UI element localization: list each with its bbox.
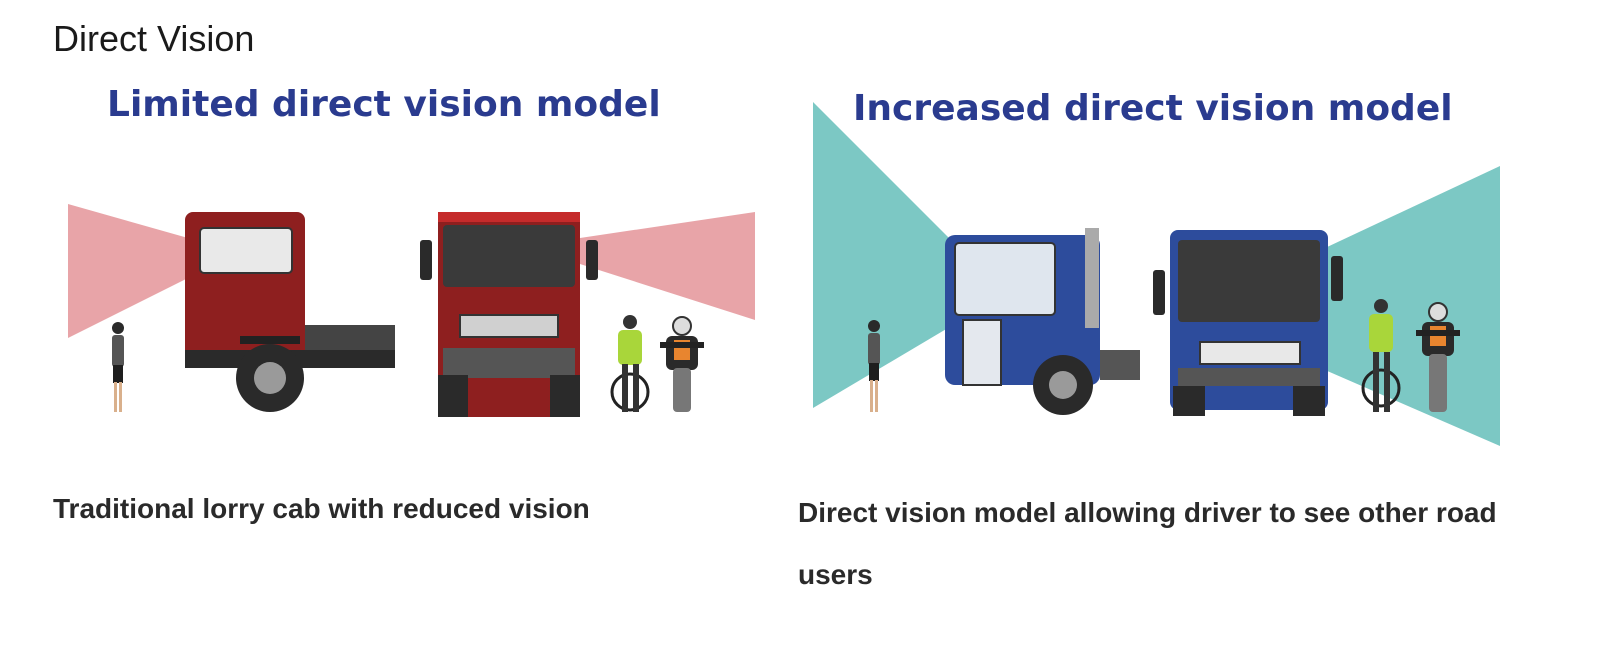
traditional-lorry-side-icon [185, 212, 395, 412]
right-vision-zone-front [1325, 166, 1500, 446]
limited-vision-diagram: Limited direct vision model [60, 80, 760, 430]
cyclist-icon [1361, 299, 1401, 412]
limited-model-caption: Traditional lorry cab with reduced visio… [53, 493, 590, 524]
cyclist-icon [610, 315, 650, 412]
motorcyclist-icon [1416, 302, 1460, 412]
pedestrian-icon [868, 320, 880, 412]
page-title: Direct Vision [53, 18, 255, 59]
right-vision-zone-side [813, 102, 953, 408]
direct-vision-lorry-side-icon [945, 228, 1140, 415]
left-vision-zone-front [580, 212, 755, 320]
motorcyclist-icon [660, 316, 704, 412]
traditional-lorry-front-icon [420, 212, 598, 417]
left-vision-zone-side [68, 204, 188, 338]
pedestrian-icon [112, 322, 124, 412]
limited-model-title: Limited direct vision model [107, 84, 661, 125]
direct-vision-lorry-front-icon [1153, 230, 1343, 416]
increased-model-caption: Direct vision model allowing driver to s… [798, 497, 1497, 590]
increased-vision-diagram: Increased direct vision model [805, 80, 1505, 450]
increased-model-title: Increased direct vision model [853, 88, 1453, 129]
